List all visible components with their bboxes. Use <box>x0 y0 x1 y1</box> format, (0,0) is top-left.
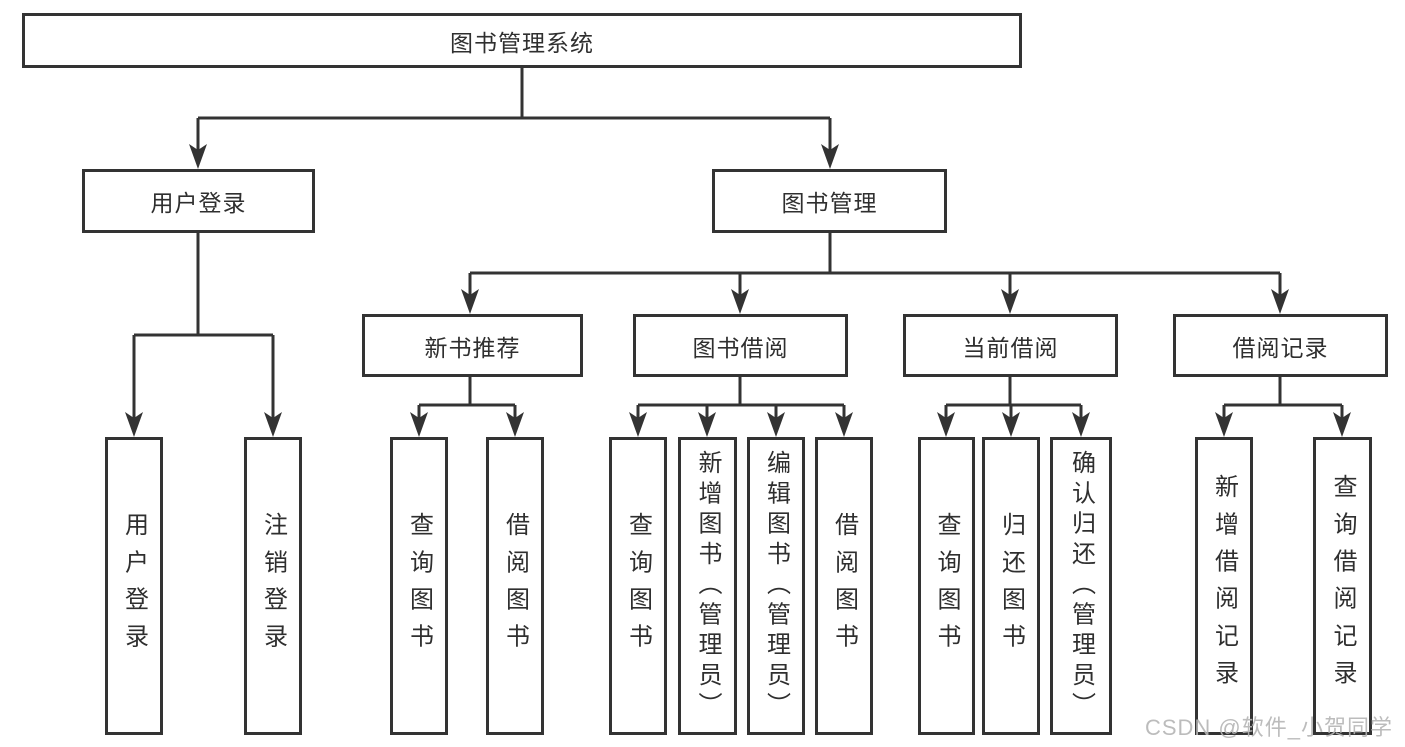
leaf-edit-books-admin: 编辑图书（管理员） <box>747 437 805 735</box>
leaf-borrow-books-recommend: 借阅图书 <box>486 437 544 735</box>
node-borrowing-records: 借阅记录 <box>1173 314 1388 377</box>
node-book-borrowing: 图书借阅 <box>633 314 848 377</box>
leaf-borrow-books: 借阅图书 <box>815 437 873 735</box>
leaf-query-books-borrow: 查询图书 <box>609 437 667 735</box>
leaf-query-books-recommend: 查询图书 <box>390 437 448 735</box>
leaf-logout: 注销登录 <box>244 437 302 735</box>
leaf-confirm-return-admin: 确认归还（管理员） <box>1050 437 1112 735</box>
arrowheads <box>125 144 1351 437</box>
node-current-borrowing: 当前借阅 <box>903 314 1118 377</box>
leaf-user-login: 用户登录 <box>105 437 163 735</box>
leaf-return-books: 归还图书 <box>982 437 1040 735</box>
leaf-add-borrow-record: 新增借阅记录 <box>1195 437 1253 735</box>
node-new-book-recommendation: 新书推荐 <box>362 314 583 377</box>
leaf-query-books-current: 查询图书 <box>918 437 975 735</box>
node-user-login: 用户登录 <box>82 169 315 233</box>
leaf-query-borrow-record: 查询借阅记录 <box>1313 437 1372 735</box>
leaf-add-books-admin: 新增图书（管理员） <box>678 437 737 735</box>
node-book-management: 图书管理 <box>712 169 947 233</box>
node-library-management-system: 图书管理系统 <box>22 13 1022 68</box>
csdn-watermark: CSDN @软件_小贺同学 <box>1144 715 1393 740</box>
